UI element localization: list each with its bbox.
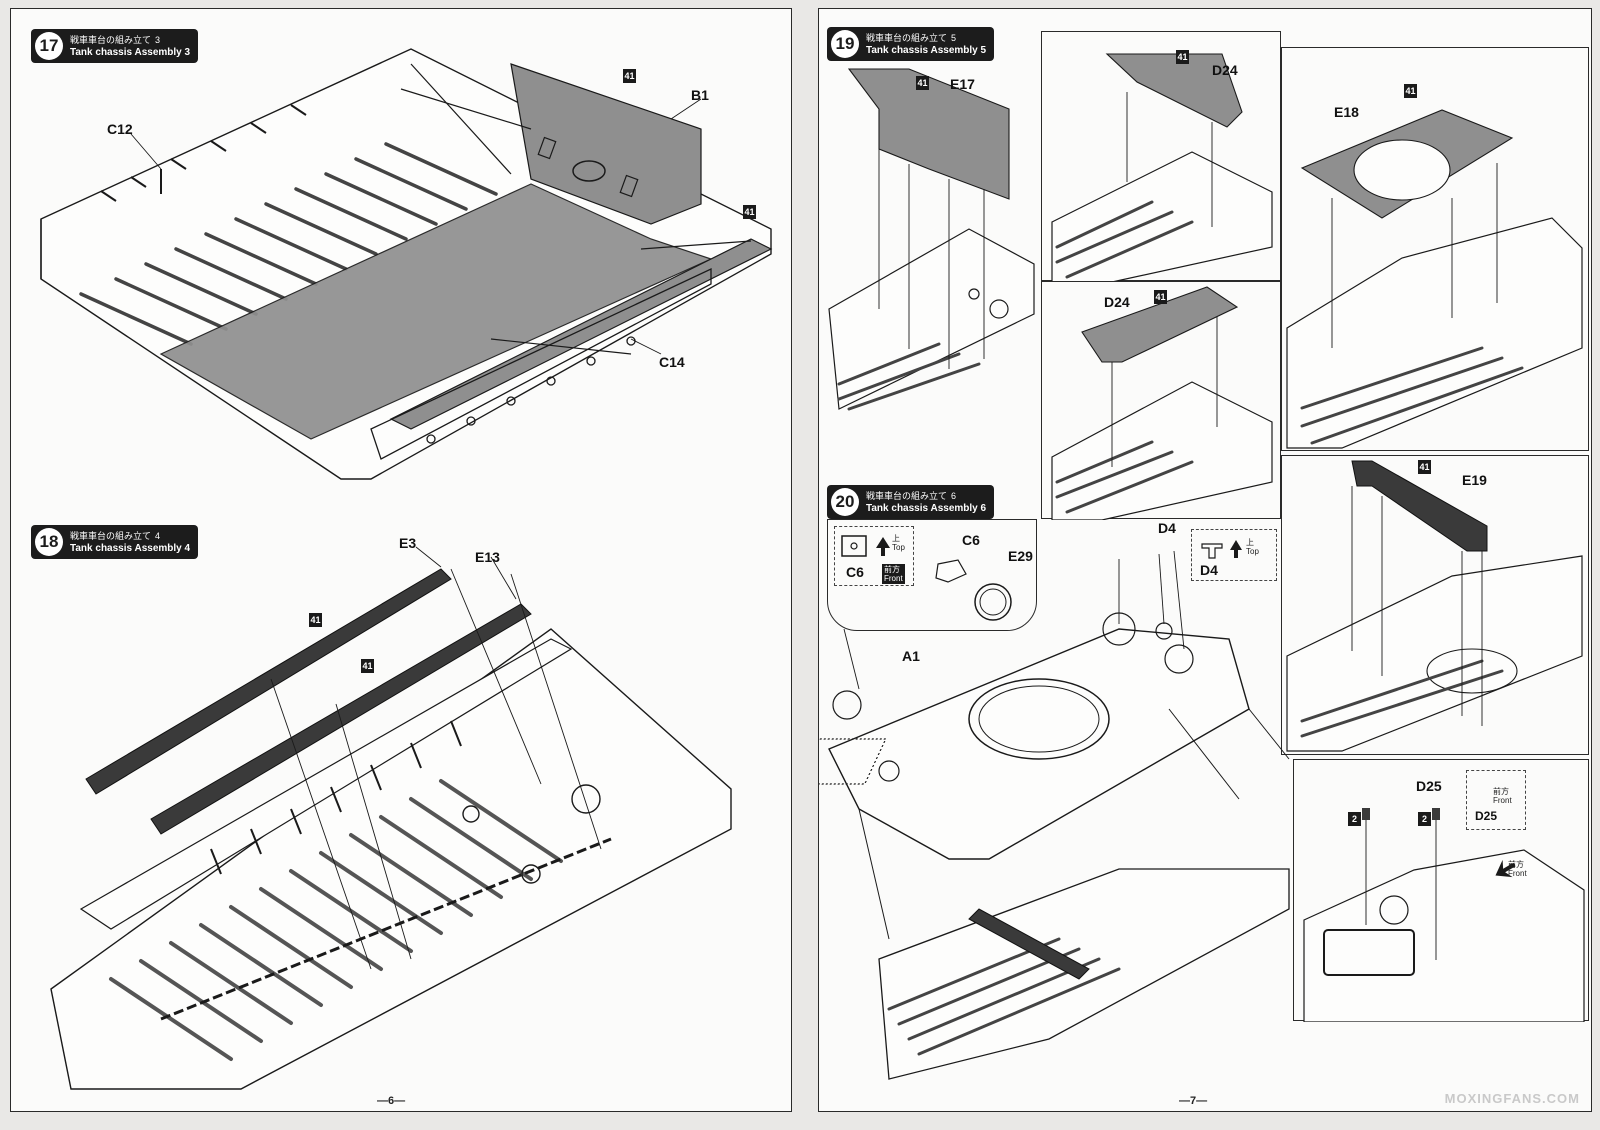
c6-orientation-box <box>834 526 914 586</box>
step-sub: 4 <box>155 531 161 541</box>
top-note-en: Top <box>1246 547 1259 556</box>
watermark: MOXINGFANS.COM <box>1444 1091 1580 1106</box>
step-number: 18 <box>35 528 63 556</box>
step-sub: 6 <box>951 491 957 501</box>
step-title-jp: 戦車車台の組み立て <box>70 532 152 542</box>
step-18-diagram <box>50 546 732 1090</box>
part-label-e3: E3 <box>399 535 417 551</box>
part-label-a1: A1 <box>902 648 920 664</box>
part-label-c14: C14 <box>659 354 685 370</box>
part-label-c6-view: C6 <box>846 564 864 580</box>
front-note-en: Front <box>884 574 903 583</box>
part-label-d24-top: D24 <box>1212 62 1238 78</box>
step-19-panel-d24-top <box>1041 31 1281 283</box>
part-label-d24-lower: D24 <box>1104 294 1130 310</box>
paint-badge: 41 <box>1176 50 1189 64</box>
paint-badge: 41 <box>361 659 374 673</box>
part-label-c12: C12 <box>107 121 133 137</box>
part-label-d25-view: D25 <box>1475 809 1498 823</box>
step-sub: 3 <box>155 35 161 45</box>
paint-badge: 41 <box>623 69 636 83</box>
step-title-jp: 戦車車台の組み立て <box>70 36 152 46</box>
part-label-e29: E29 <box>1008 548 1033 564</box>
step-title-jp: 戦車車台の組み立て <box>866 34 948 44</box>
step-number: 20 <box>831 488 859 516</box>
top-note-jp: 上 <box>1246 538 1254 547</box>
part-label-d4: D4 <box>1158 520 1176 536</box>
part-label-d4-view: D4 <box>1200 562 1218 578</box>
part-label-e19: E19 <box>1462 472 1487 488</box>
qty-badge: 2 <box>1418 812 1431 826</box>
part-label-e13: E13 <box>475 549 500 565</box>
part-label-e18: E18 <box>1334 104 1359 120</box>
front-note-jp: 前方 <box>884 565 900 574</box>
paint-badge: 41 <box>1404 84 1417 98</box>
front-note-jp: 前方 <box>1493 787 1509 796</box>
step-19-panel-e19 <box>1281 455 1589 755</box>
step-19-panel-e18 <box>1281 47 1589 451</box>
front-note-en: Front <box>1508 869 1527 878</box>
step-number: 19 <box>831 30 859 58</box>
top-note-jp: 上 <box>892 534 900 543</box>
step-title-en: Tank chassis Assembly 6 <box>866 503 987 514</box>
front-note-en: Front <box>1493 796 1512 805</box>
page-number-left: —6— <box>377 1095 406 1107</box>
step-title-en: Tank chassis Assembly 4 <box>70 543 191 554</box>
step-title-en: Tank chassis Assembly 3 <box>70 47 191 58</box>
page-number-right: —7— <box>1179 1095 1208 1107</box>
front-note-jp: 前方 <box>1508 860 1524 869</box>
paint-badge: 41 <box>916 76 929 90</box>
part-label-b1: B1 <box>691 87 709 103</box>
top-note-en: Top <box>892 543 905 552</box>
step-20-diagram <box>819 550 1290 1080</box>
step-19-panel-d24-lower <box>1041 281 1281 521</box>
step-title-jp: 戦車車台の組み立て <box>866 492 948 502</box>
step-19-diagram-e17 <box>828 68 1035 411</box>
part-label-d25: D25 <box>1416 778 1442 794</box>
paint-badge: 41 <box>309 613 322 627</box>
part-label-e17: E17 <box>950 76 975 92</box>
paint-badge: 41 <box>743 205 756 219</box>
step-number: 17 <box>35 32 63 60</box>
step-sub: 5 <box>951 33 957 43</box>
qty-badge: 2 <box>1348 812 1361 826</box>
paint-badge: 41 <box>1418 460 1431 474</box>
step-17-diagram <box>40 48 773 480</box>
step-title-en: Tank chassis Assembly 5 <box>866 45 987 56</box>
paint-badge: 41 <box>1154 290 1167 304</box>
part-label-c6: C6 <box>962 532 980 548</box>
